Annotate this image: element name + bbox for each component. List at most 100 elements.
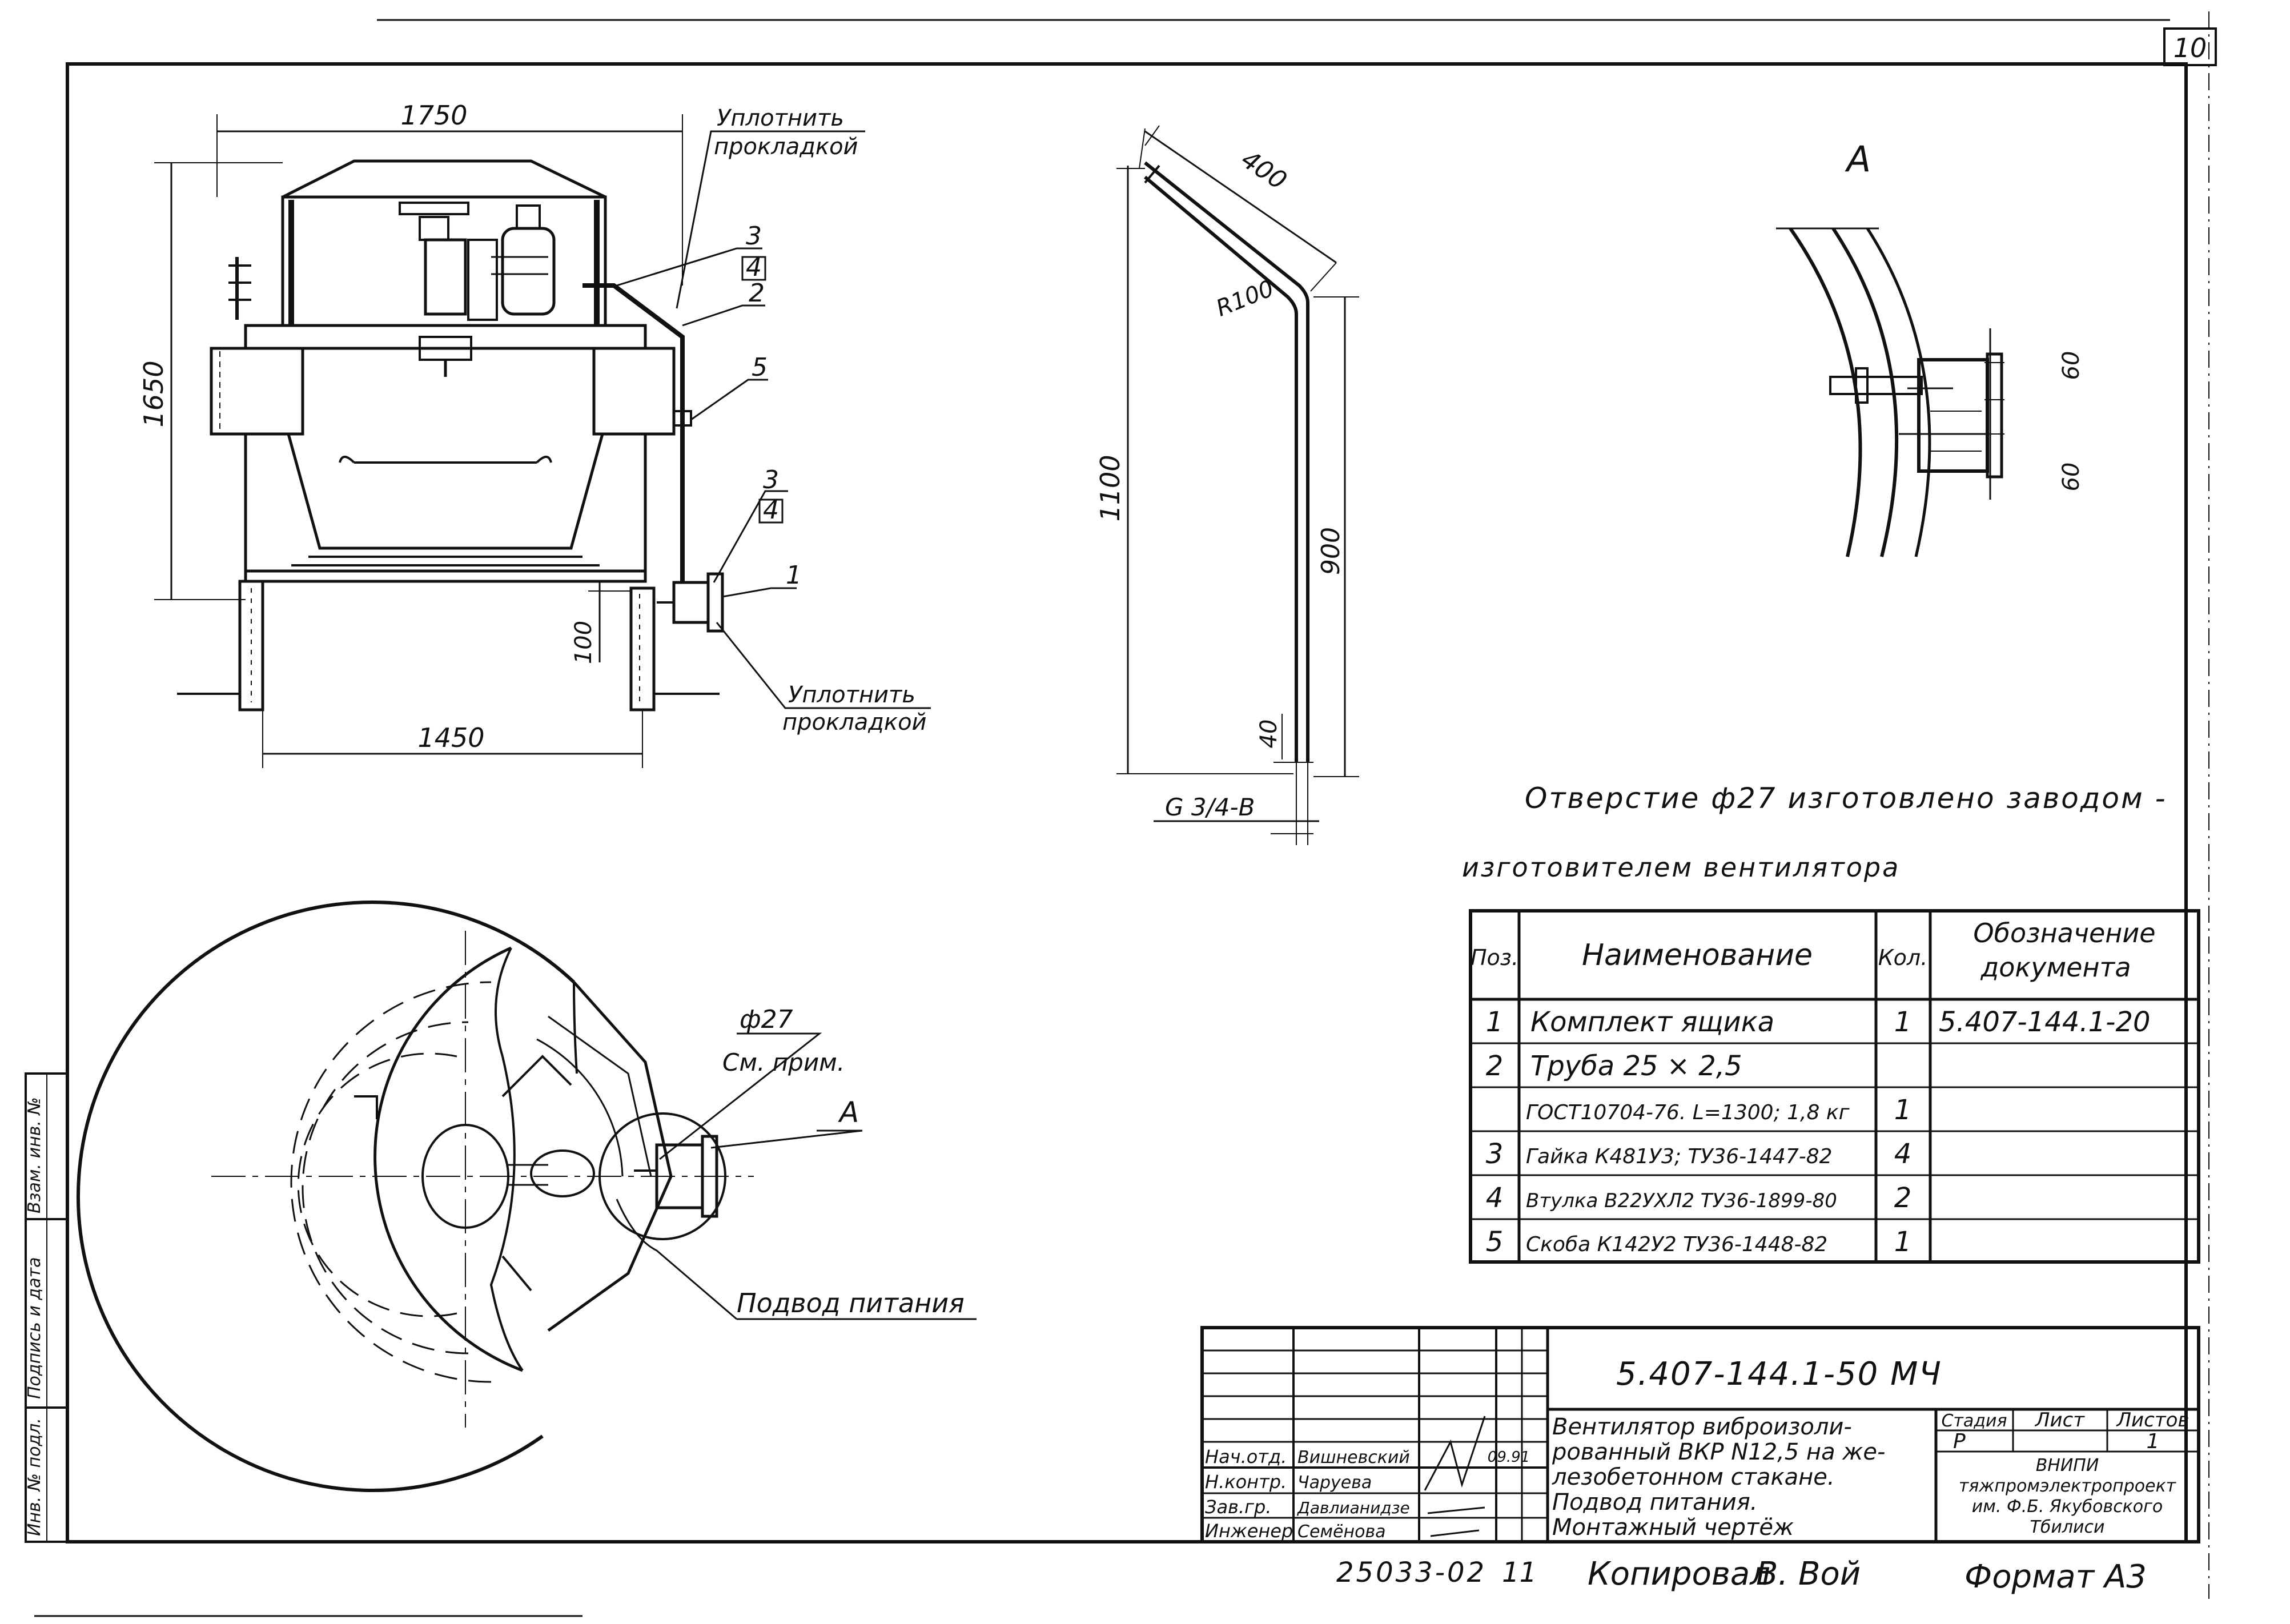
elev-pos-5: 5	[752, 353, 768, 382]
spec-row-1-doc: 5.407-144.1-20	[1939, 1006, 2151, 1038]
pipe-dim-1100: 1100	[1095, 455, 1126, 521]
spec-row-5-qty: 2	[1894, 1182, 1912, 1214]
pipe-dim-r100: R100	[1212, 275, 1277, 322]
page-number: 10	[2174, 33, 2207, 63]
sig-name-2: Чаруева	[1297, 1473, 1372, 1493]
title-desc-line1: Вентилятор виброизоли-	[1552, 1414, 1852, 1440]
elev-dim-width-top: 1750	[400, 100, 467, 131]
detail-a-dim-60a: 60	[2058, 351, 2084, 380]
spec-row-4-name: Гайка К481У3; ТУ36-1447-82	[1526, 1145, 1833, 1168]
copied-by: Копировал	[1588, 1555, 1770, 1593]
side-stamp-col1: Инв. № подл.	[25, 1418, 45, 1536]
side-stamp	[25, 1072, 69, 1543]
spec-row-4-pos: 3	[1486, 1138, 1504, 1170]
detail-a	[1776, 227, 2004, 557]
table-row: 5 Скоба К142У2 ТУ36-1448-82 1	[1486, 1226, 1912, 1258]
title-date: 09.91	[1488, 1449, 1530, 1466]
spec-header-doc-line2: документа	[1980, 952, 2131, 983]
sig-role-4: Инженер	[1205, 1520, 1293, 1542]
archive-sheet: 11	[1502, 1557, 1537, 1589]
elev-dim-base: 100	[571, 621, 597, 664]
detail-a-title: А	[1845, 138, 1871, 180]
spec-row-1-qty: 1	[1894, 1006, 1912, 1038]
spec-row-5-pos: 4	[1486, 1182, 1504, 1214]
table-row: 2 Труба 25 × 2,5	[1486, 1050, 1742, 1082]
elev-dim-width-bottom: 1450	[417, 722, 484, 753]
table-row: 3 Гайка К481У3; ТУ36-1447-82 4	[1486, 1138, 1912, 1170]
title-desc-line5: Монтажный чертёж	[1552, 1514, 1794, 1541]
spec-row-6-qty: 1	[1894, 1226, 1912, 1258]
title-sheet-no: 1	[2147, 1430, 2160, 1453]
sig-name-4: Семёнова	[1297, 1522, 1386, 1542]
archive-code: 25033-02	[1336, 1557, 1487, 1589]
pipe-dim-40: 40	[1256, 719, 1282, 749]
elev-note-top-line1: Уплотнить	[717, 105, 844, 131]
detail-a-dim-60b: 60	[2058, 463, 2084, 492]
pipe-thread: G 3/4-B	[1165, 793, 1255, 821]
elev-pos-1: 1	[786, 561, 802, 590]
title-sheet-header: Лист	[2034, 1409, 2085, 1432]
format-label: Формат А3	[1964, 1558, 2147, 1595]
spec-header-doc-line1: Обозначение	[1973, 918, 2155, 948]
pipe-dim-900: 900	[1316, 527, 1345, 575]
spec-row-2-pos: 2	[1486, 1050, 1504, 1082]
table-row: 4 Втулка В22УХЛ2 ТУ36-1899-80 2	[1486, 1182, 1912, 1214]
pipe-dim-400: 400	[1236, 144, 1292, 195]
sig-name-3: Давлианидзе	[1296, 1498, 1410, 1517]
title-sheets-header: Листов	[2115, 1409, 2189, 1432]
plan-detail-ref: А	[838, 1096, 859, 1129]
spec-row-3-name: ГОСТ10704-76. L=1300; 1,8 кг	[1526, 1101, 1850, 1124]
side-stamp-col2: Подпись и дата	[25, 1257, 45, 1400]
title-designation: 5.407-144.1-50 МЧ	[1616, 1356, 1942, 1393]
pipe-view	[1116, 125, 1359, 845]
plan-hole-dim: ф27	[740, 1005, 793, 1034]
spec-row-4-qty: 4	[1894, 1138, 1912, 1170]
copier-signature: В. Вой	[1756, 1555, 1861, 1593]
elev-note-bottom-line1: Уплотнить	[788, 682, 915, 708]
spec-row-1-name: Комплект ящика	[1530, 1006, 1774, 1038]
elev-note-bottom-line2: прокладкой	[782, 709, 927, 735]
spec-table	[1469, 909, 2200, 1264]
plan-supply-note: Подвод питания	[737, 1288, 965, 1319]
spec-row-5-name: Втулка В22УХЛ2 ТУ36-1899-80	[1526, 1189, 1837, 1212]
title-org-line1: ВНИПИ	[2036, 1456, 2099, 1476]
elev-pos-4a: 4	[746, 253, 762, 282]
plan-view	[77, 901, 977, 1492]
side-stamp-col3: Взам. инв. №	[25, 1097, 45, 1213]
sig-name-1: Вишневский	[1297, 1448, 1410, 1468]
plan-hole-note: См. прим.	[722, 1048, 845, 1076]
title-block	[1200, 1326, 2200, 1543]
sig-role-3: Зав.гр.	[1205, 1496, 1271, 1518]
title-stage: Р	[1953, 1430, 1966, 1453]
sheet-frame	[34, 11, 2217, 1617]
spec-row-6-name: Скоба К142У2 ТУ36-1448-82	[1526, 1233, 1827, 1256]
elev-pos-3a: 3	[746, 222, 762, 251]
elev-dim-height: 1650	[138, 360, 169, 427]
title-desc-line4: Подвод питания.	[1552, 1489, 1758, 1516]
spec-row-6-pos: 5	[1486, 1226, 1504, 1258]
spec-row-3-qty: 1	[1894, 1094, 1912, 1126]
spec-header-qty: Кол.	[1878, 945, 1928, 970]
elev-note-top-line2: прокладкой	[714, 134, 858, 160]
elev-pos-4b: 4	[763, 496, 779, 525]
title-org-line4: Тбилиси	[2030, 1517, 2105, 1537]
spec-row-1-pos: 1	[1486, 1006, 1504, 1038]
title-org-line2: тяжпромэлектропроект	[1959, 1476, 2177, 1496]
note-line2: изготовителем вентилятора	[1462, 852, 1900, 883]
spec-row-2-name: Труба 25 × 2,5	[1530, 1050, 1742, 1082]
spec-header-pos: Поз.	[1471, 945, 1518, 970]
elev-pos-2: 2	[749, 279, 765, 308]
elev-pos-3b: 3	[763, 465, 779, 495]
title-desc-line3: лезобетонном стакане.	[1552, 1464, 1835, 1490]
title-stage-header: Стадия	[1941, 1411, 2007, 1431]
sig-role-1: Нач.отд.	[1205, 1446, 1287, 1468]
spec-header-name: Наименование	[1582, 938, 1813, 972]
table-row: 1 Комплект ящика 1 5.407-144.1-20	[1486, 1006, 2151, 1038]
table-row: ГОСТ10704-76. L=1300; 1,8 кг 1	[1526, 1094, 1911, 1126]
sig-role-2: Н.контр.	[1205, 1471, 1287, 1493]
note-line1: Отверстие ф27 изготовлено заводом -	[1525, 782, 2167, 815]
title-org-line3: им. Ф.Б. Якубовского	[1972, 1497, 2163, 1517]
title-desc-line2: рованный ВКР N12,5 на же-	[1552, 1439, 1885, 1465]
elevation-view	[154, 114, 931, 768]
